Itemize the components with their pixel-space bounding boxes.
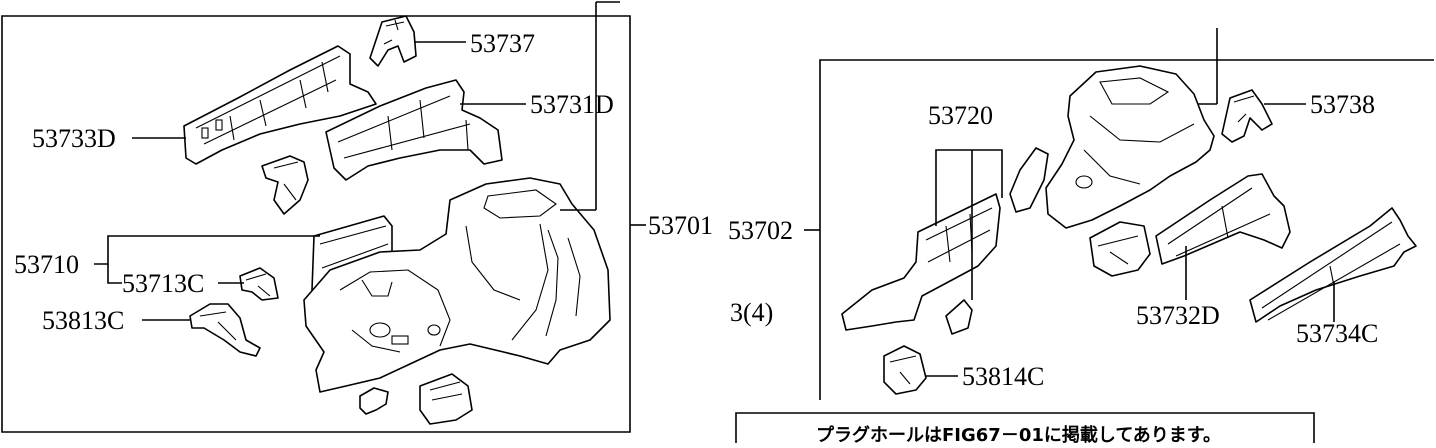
label-53737: 53737: [470, 29, 535, 58]
part-bottom-clips: [359, 373, 473, 425]
part-center-bracket: [1089, 221, 1151, 277]
label-quantity: 3(4): [730, 298, 773, 327]
label-53713C: 53713C: [122, 269, 204, 298]
label-53701: 53701: [648, 211, 713, 240]
part-53813C-drawing: [189, 303, 261, 357]
label-53710: 53710: [14, 250, 79, 279]
part-53713C-drawing: [239, 267, 279, 301]
label-53814C: 53814C: [962, 362, 1044, 391]
label-53813C: 53813C: [42, 306, 124, 335]
part-53702-drawing: [1009, 65, 1215, 229]
label-53732D: 53732D: [1136, 301, 1220, 330]
part-labels: 53737 53731D 53733D 53701 53710 53713C 5…: [14, 29, 1378, 446]
part-53732D-drawing: [1155, 173, 1291, 265]
part-53738-drawing: [1221, 89, 1273, 143]
note-text: プラグホールはFIG67－01に掲載してあります。: [816, 424, 1221, 443]
note-box: [735, 412, 1315, 443]
part-53701-drawing: [303, 177, 611, 393]
label-53738: 53738: [1310, 90, 1375, 119]
label-53702: 53702: [728, 216, 793, 245]
leader-lines: [94, 16, 1335, 377]
label-53720: 53720: [928, 101, 993, 130]
part-small-bracket-left: [261, 155, 309, 215]
part-53733D-drawing: [183, 45, 377, 165]
part-53737-drawing: [369, 15, 417, 67]
right-frame: [819, 28, 1434, 400]
part-53731D-drawing: [325, 79, 503, 181]
label-53733D: 53733D: [32, 124, 116, 153]
part-53814C-drawing: [883, 345, 927, 395]
part-53720-drawing: [841, 193, 1001, 335]
label-53734C: 53734C: [1296, 319, 1378, 348]
label-53731D: 53731D: [530, 90, 614, 119]
